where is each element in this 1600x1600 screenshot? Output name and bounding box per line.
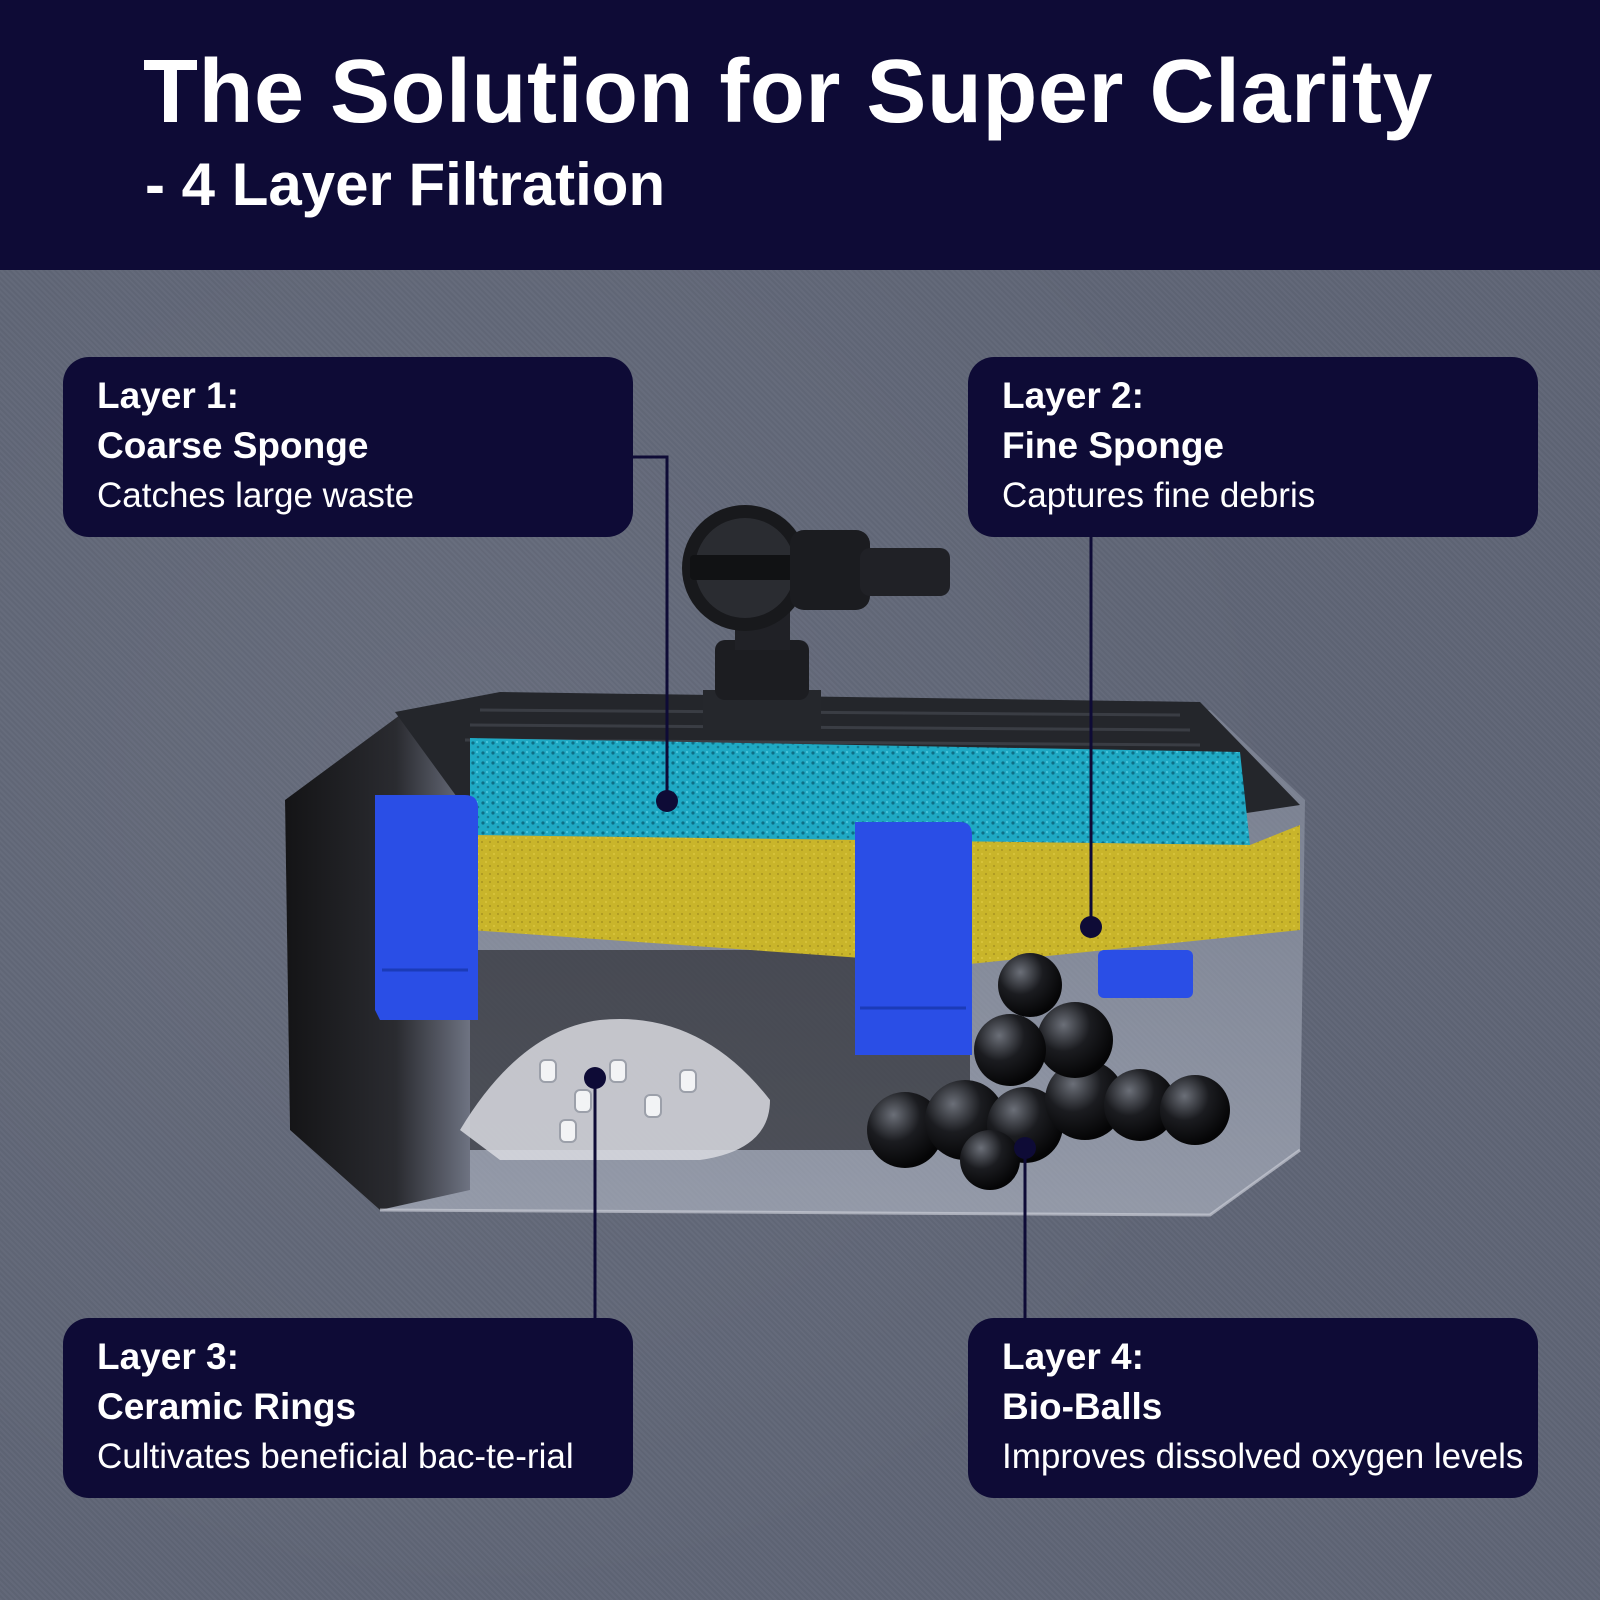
layer-2-description: Captures fine debris bbox=[1002, 476, 1316, 515]
callout-layer-4: Layer 4: Bio-Balls Improves dissolved ox… bbox=[968, 1318, 1538, 1498]
layer-1-description: Catches large waste bbox=[97, 476, 415, 515]
blue-clips bbox=[375, 795, 1193, 1055]
header-banner: The Solution for Super Clarity - 4 Layer… bbox=[0, 0, 1600, 270]
layer-3-description: Cultivates beneficial bac-te-rial bbox=[97, 1437, 574, 1476]
layer-3-name: Ceramic Rings bbox=[97, 1386, 357, 1427]
bio-balls bbox=[867, 953, 1230, 1190]
callout-layer-1: Layer 1: Coarse Sponge Catches large was… bbox=[63, 357, 633, 537]
layer-4-name: Bio-Balls bbox=[1002, 1386, 1163, 1427]
callout-lines bbox=[593, 455, 1093, 1318]
layer-1-label: Layer 1: bbox=[97, 375, 239, 416]
ceramic-rings-bag bbox=[460, 1019, 770, 1160]
callout-layer-2: Layer 2: Fine Sponge Captures fine debri… bbox=[968, 357, 1538, 537]
layer-3-label: Layer 3: bbox=[97, 1336, 239, 1377]
pump-outlet bbox=[682, 505, 950, 730]
coarse-sponge bbox=[470, 738, 1250, 845]
layer-4-label: Layer 4: bbox=[1002, 1336, 1144, 1377]
callout-dots bbox=[584, 790, 1102, 1159]
layer-2-label: Layer 2: bbox=[1002, 375, 1144, 416]
layer-1-name: Coarse Sponge bbox=[97, 425, 369, 466]
callout-layer-3: Layer 3: Ceramic Rings Cultivates benefi… bbox=[63, 1318, 633, 1498]
layer-2-name: Fine Sponge bbox=[1002, 425, 1224, 466]
page-subtitle: - 4 Layer Filtration bbox=[145, 151, 666, 218]
layer-4-description: Improves dissolved oxygen levels bbox=[1002, 1437, 1524, 1476]
page-title: The Solution for Super Clarity bbox=[143, 42, 1434, 142]
